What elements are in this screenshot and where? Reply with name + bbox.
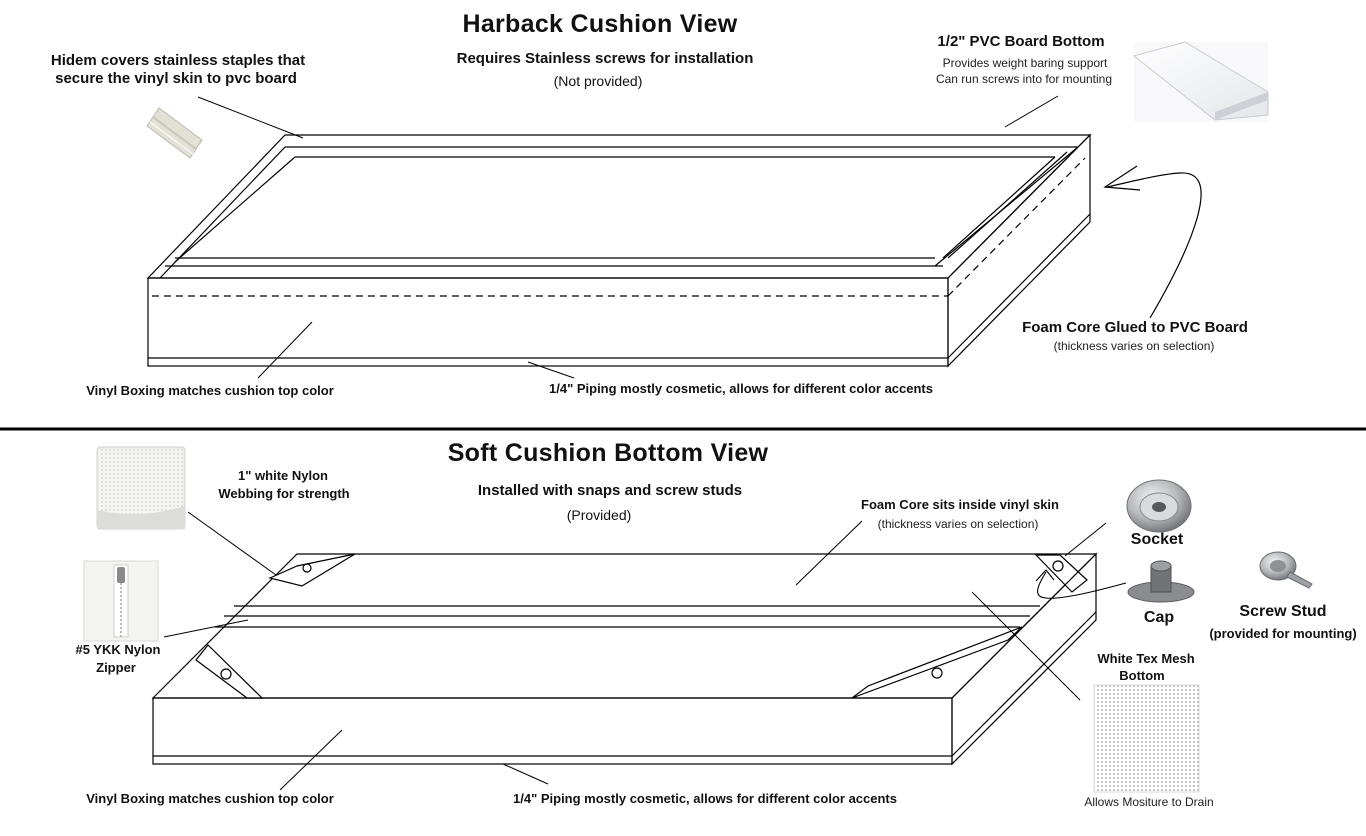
hidem-strip-image: [146, 107, 203, 159]
hardback-side-face: [947, 133, 1091, 368]
zipper-label-line1: #5 YKK Nylon: [75, 642, 161, 657]
soft-foam-label: Foam Core sits inside vinyl skin: [861, 497, 1059, 512]
soft-side-face: [951, 552, 1097, 766]
hidem-label-line1: Hidem covers stainless staples that: [50, 52, 306, 69]
soft-title: Soft Cushion Bottom View: [447, 439, 769, 467]
pvc-board-note-2: Can run screws into for mounting: [935, 72, 1113, 86]
hardback-cushion-drawing: [146, 95, 1202, 379]
soft-boxing-label: Vinyl Boxing matches cushion top color: [86, 791, 334, 806]
hidem-label-line2: secure the vinyl skin to pvc board: [55, 70, 297, 87]
pvc-board-image: [1132, 41, 1269, 122]
soft-cushion-drawing: [151, 511, 1127, 791]
screw-stud-image: [1259, 551, 1313, 589]
socket-image: [1126, 479, 1192, 533]
soft-front-face: [152, 697, 953, 765]
hardback-boxing-label: Vinyl Boxing matches cushion top color: [86, 383, 334, 398]
hardback-title: Harback Cushion View: [462, 10, 738, 38]
socket-label: Socket: [1130, 531, 1184, 548]
mesh-label-line1: White Tex Mesh: [1097, 651, 1195, 666]
hardback-subnote: (Not provided): [553, 73, 643, 89]
zipper-label-line2: Zipper: [96, 660, 136, 675]
mesh-label-line2: Bottom: [1119, 668, 1165, 683]
screw-stud-label: Screw Stud: [1239, 603, 1327, 620]
hardback-subtitle: Requires Stainless screws for installati…: [456, 50, 754, 67]
cap-label: Cap: [1143, 609, 1175, 626]
hardback-side-stitch: [947, 157, 1086, 297]
mesh-note: Allows Mositure to Drain: [1084, 795, 1214, 809]
zipper-image: [83, 560, 159, 642]
cap-image: [1127, 560, 1195, 603]
snap-arrow: [1037, 571, 1127, 599]
soft-piping-label: 1/4" Piping mostly cosmetic, allows for …: [513, 791, 897, 806]
soft-foam-note: (thickness varies on selection): [877, 517, 1039, 531]
soft-subtitle: Installed with snaps and screw studs: [477, 482, 743, 499]
foam-glued-label: Foam Core Glued to PVC Board: [1022, 319, 1248, 336]
webbing-label-line2: Webbing for strength: [218, 486, 350, 501]
foam-glued-note: (thickness varies on selection): [1053, 339, 1215, 353]
hardback-front-face: [147, 277, 949, 367]
screw-stud-note: (provided for mounting): [1209, 626, 1357, 641]
webbing-label-line1: 1" white Nylon: [238, 468, 328, 483]
soft-subnote: (Provided): [566, 507, 632, 523]
webbing-image: [96, 446, 186, 530]
pvc-board-label: 1/2" PVC Board Bottom: [937, 33, 1105, 50]
foam-glued-arrow: [1106, 172, 1202, 319]
pvc-board-note-1: Provides weight baring support: [942, 56, 1108, 70]
hardback-piping-label: 1/4" Piping mostly cosmetic, allows for …: [549, 381, 933, 396]
mesh-swatch-image: [1093, 684, 1200, 793]
